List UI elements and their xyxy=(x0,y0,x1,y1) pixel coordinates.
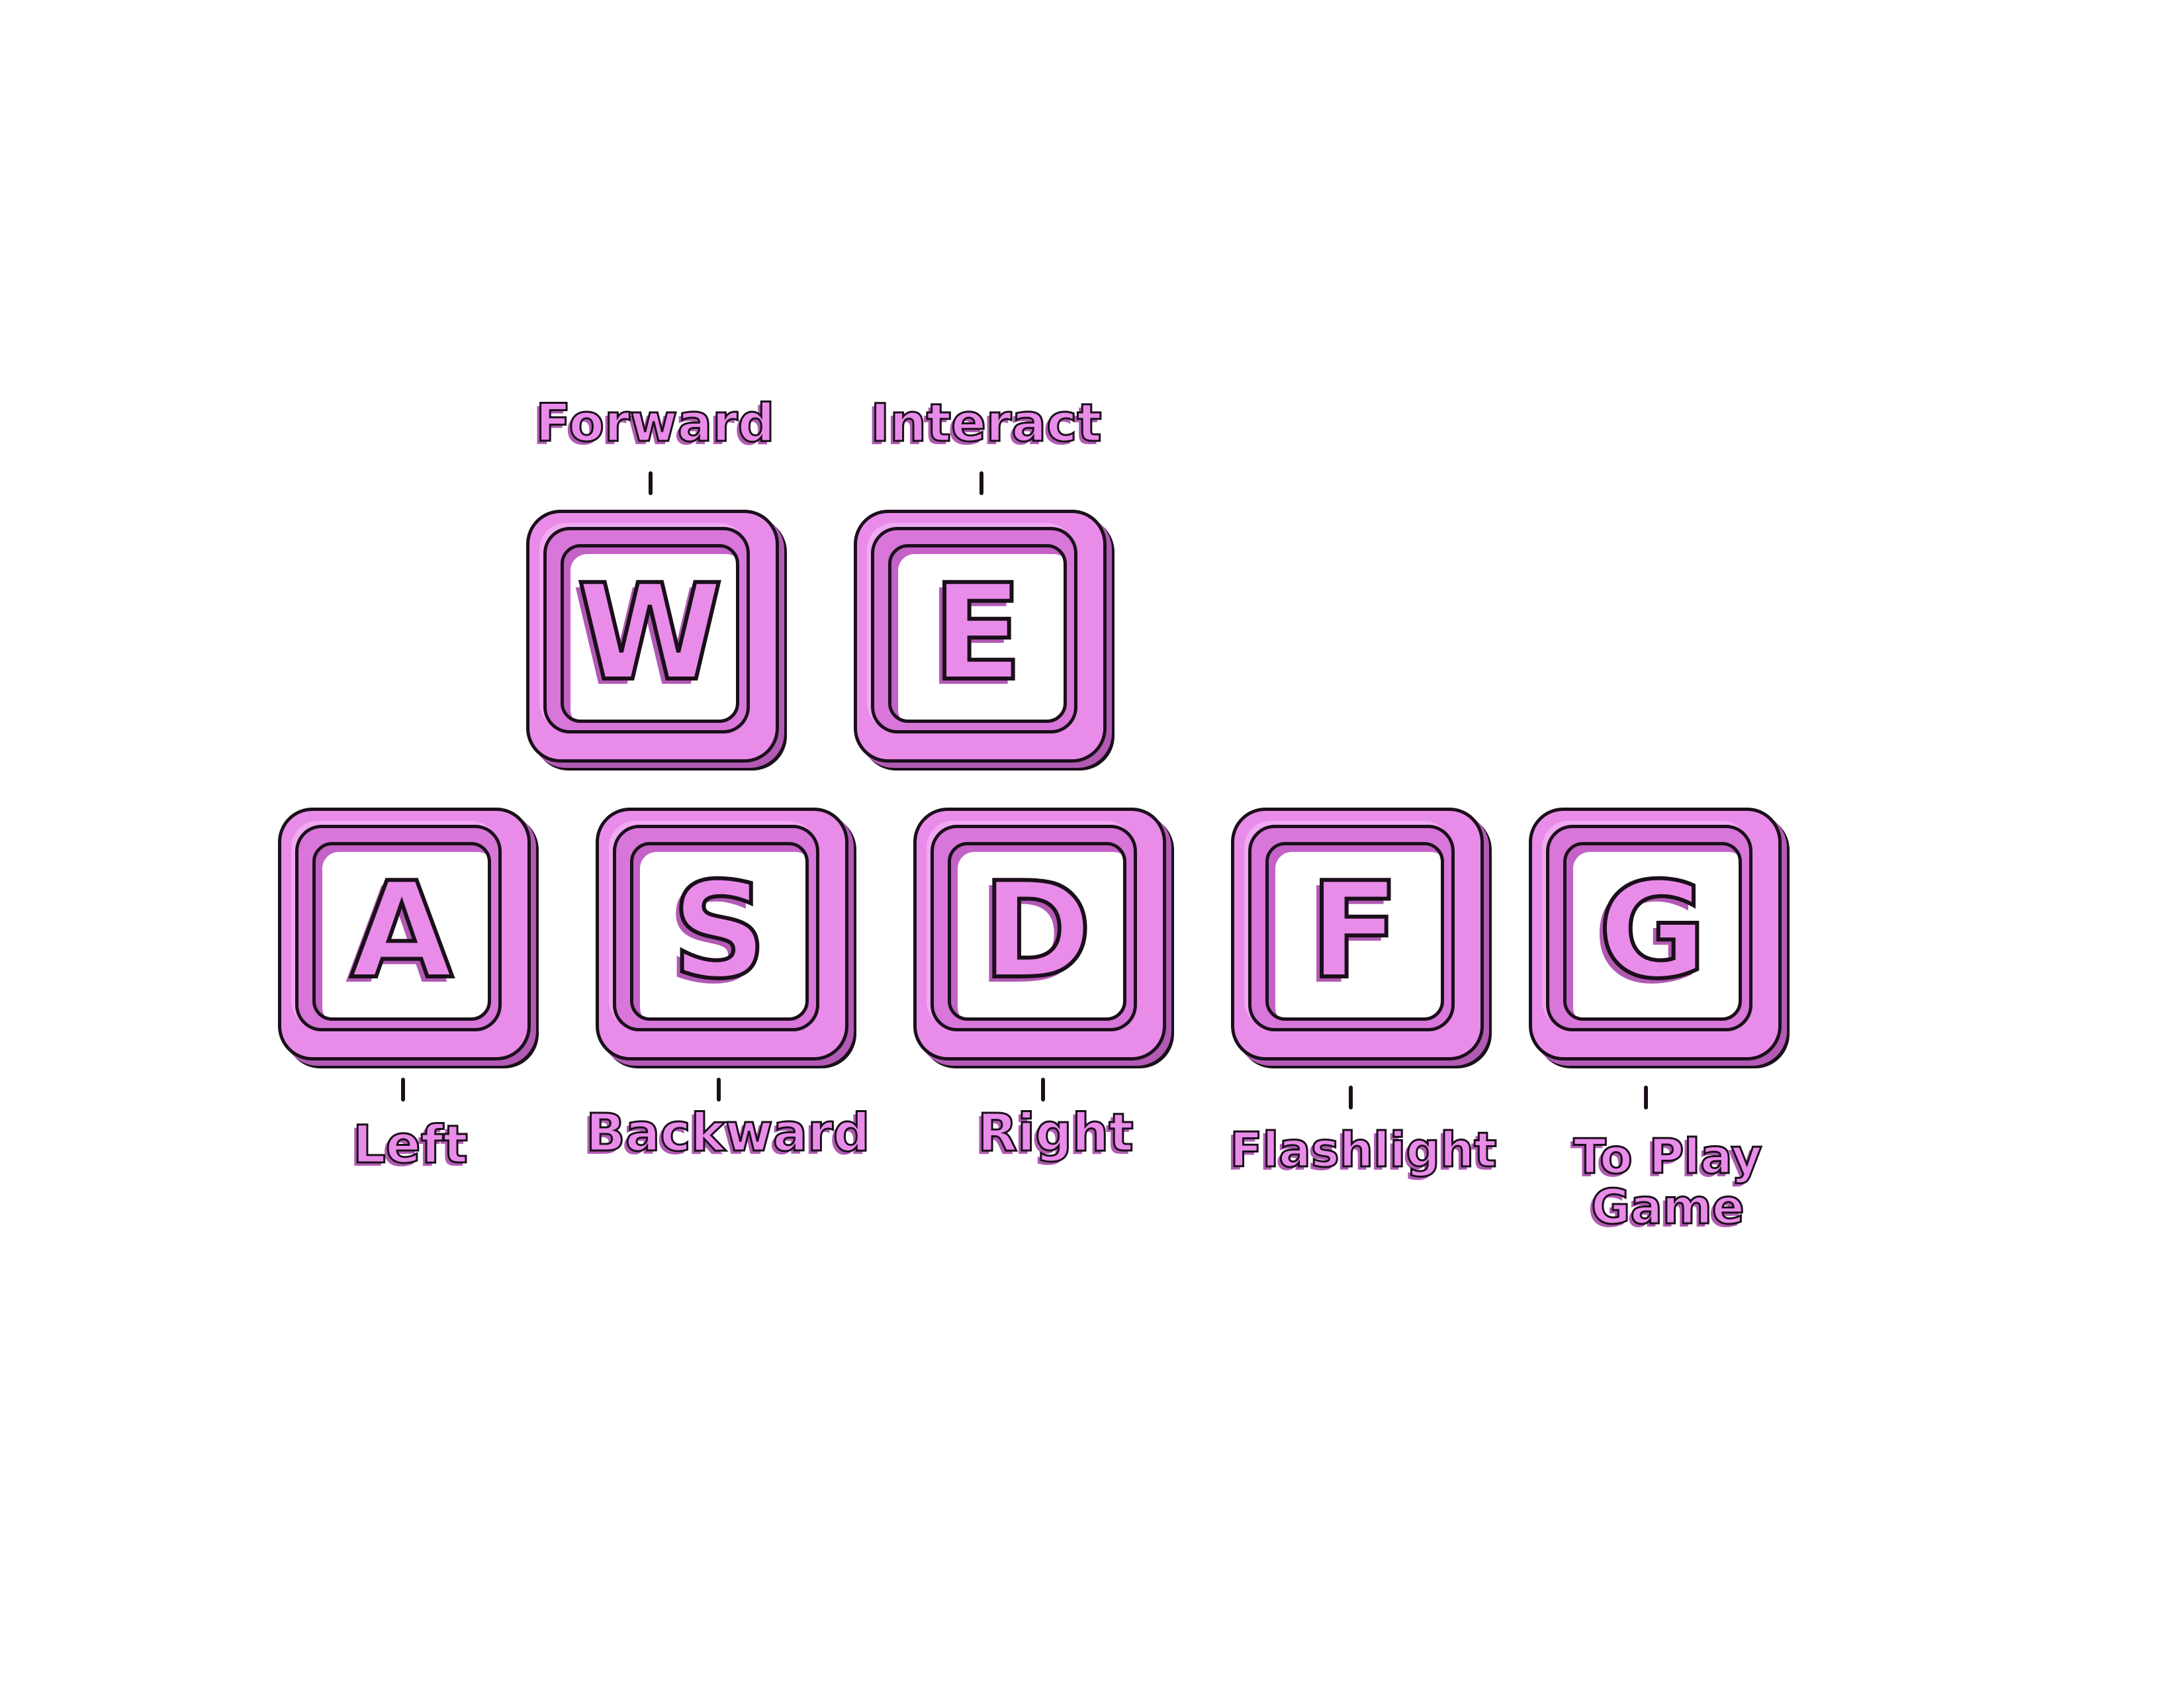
label-flashlight: Flashlight xyxy=(1229,1122,1498,1178)
key-e-letter: E xyxy=(931,556,1025,710)
label-forward: Forward xyxy=(535,394,776,453)
key-a-letter: A xyxy=(349,854,455,1008)
connector-interact xyxy=(979,471,983,495)
key-d-letter: D xyxy=(980,854,1094,1008)
key-s-letter: S xyxy=(670,854,769,1008)
connector-left xyxy=(401,1078,405,1102)
key-e[interactable]: E xyxy=(854,510,1112,768)
label-left: Left xyxy=(352,1115,469,1175)
key-g-letter: G xyxy=(1596,854,1709,1008)
connector-flashlight xyxy=(1349,1086,1353,1109)
key-f[interactable]: F xyxy=(1231,808,1489,1066)
key-d[interactable]: D xyxy=(913,808,1171,1066)
key-g[interactable]: G xyxy=(1529,808,1787,1066)
label-right: Right xyxy=(977,1103,1134,1163)
connector-right xyxy=(1041,1078,1045,1102)
key-f-letter: F xyxy=(1308,854,1402,1008)
connector-backward xyxy=(717,1078,721,1102)
connector-to-play-game xyxy=(1644,1086,1648,1109)
connector-forward xyxy=(649,471,653,495)
label-to-play-game: To Play Game xyxy=(1572,1129,1763,1235)
key-w-letter: W xyxy=(575,556,725,710)
label-backward: Backward xyxy=(585,1103,871,1163)
label-interact: Interact xyxy=(870,394,1103,453)
key-s[interactable]: S xyxy=(596,808,854,1066)
key-w[interactable]: W xyxy=(526,510,784,768)
key-a[interactable]: A xyxy=(278,808,536,1066)
